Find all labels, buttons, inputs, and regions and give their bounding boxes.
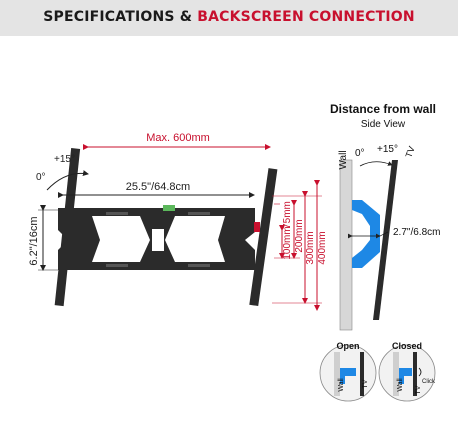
open-wall-label: Wall	[338, 378, 345, 392]
tilt-arrow	[46, 170, 89, 191]
open-tv-label: TV	[362, 379, 369, 388]
tv-panel	[373, 160, 398, 320]
title-part-specifications: SPECIFICATIONS &	[43, 9, 198, 25]
vesa-dimension-lines	[272, 180, 322, 311]
vesa-height-400: 400mm	[317, 231, 328, 264]
closed-wall-label: Wall	[397, 378, 404, 392]
vesa-height-300: 300mm	[305, 231, 316, 264]
click-label: Click	[422, 379, 436, 385]
side-view-drawing	[339, 159, 398, 331]
vesa-height-75: 75mm	[282, 201, 293, 229]
front-bracket	[54, 148, 278, 307]
inset-open	[319, 344, 377, 402]
side-view-subtitle: Side View	[361, 119, 406, 130]
open-label: Open	[336, 341, 359, 351]
bracket-side	[352, 200, 380, 268]
vesa-height-200: 200mm	[294, 219, 305, 252]
side-view-title: Distance from wall	[330, 102, 436, 116]
header-bar: SPECIFICATIONS & BACKSCREEN CONNECTION	[0, 0, 458, 36]
closed-tv-label: TV	[415, 385, 422, 394]
side-tilt-plus: +15°	[377, 144, 398, 155]
title-part-backscreen: BACKSCREEN CONNECTION	[197, 9, 415, 25]
side-distance-label: 2.7"/6.8cm	[393, 227, 440, 238]
closed-label: Closed	[392, 341, 422, 351]
front-tilt-zero: 0°	[36, 172, 46, 183]
vesa-height-100: 100mm	[282, 226, 293, 259]
height-label: 6.2"/16cm	[28, 216, 40, 265]
page-title: SPECIFICATIONS & BACKSCREEN CONNECTION	[0, 9, 458, 25]
max-width-label: Max. 600mm	[146, 132, 210, 144]
side-tv-label: TV	[404, 145, 417, 159]
front-tilt-plus: +15°	[54, 154, 75, 165]
side-wall-label: Wall	[338, 150, 349, 169]
side-tilt-zero: 0°	[355, 148, 365, 159]
inset-closed	[378, 344, 436, 402]
width-label: 25.5"/64.8cm	[126, 181, 190, 193]
wall	[339, 159, 353, 331]
